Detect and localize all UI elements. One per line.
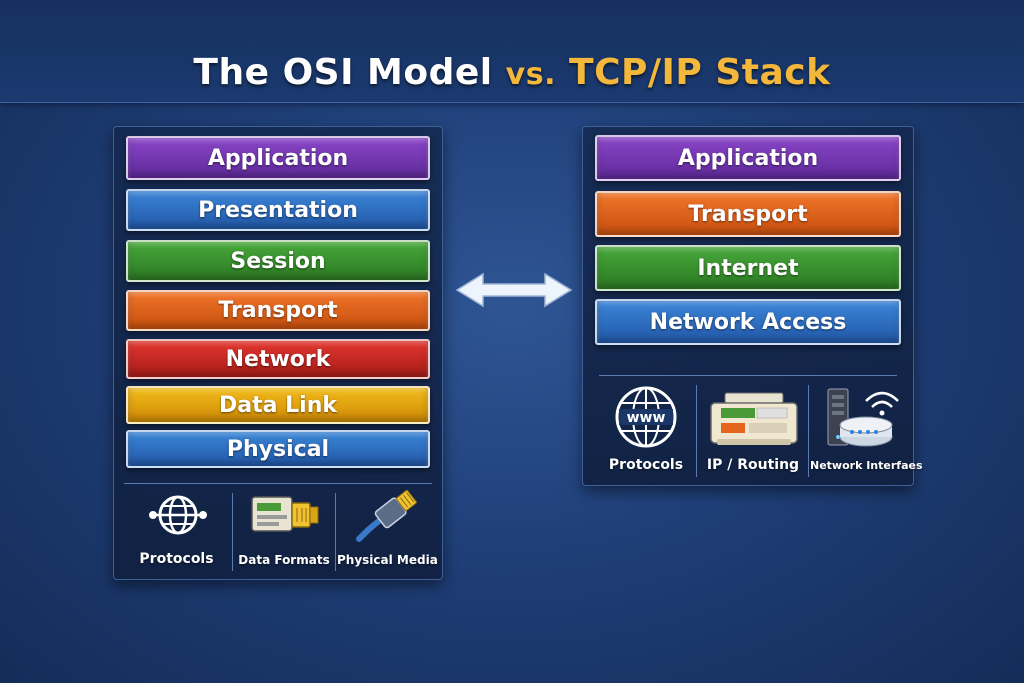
osi-layer-physical: Physical (126, 430, 430, 468)
tcpip-stack-panel: Application Transport Internet Network A… (582, 126, 923, 486)
tcpip-network-interfaces-label: Network Interfaes (810, 459, 923, 472)
tcpip-ip-routing-cell: IP / Routing (699, 383, 807, 479)
tcpip-separator-2 (808, 385, 809, 477)
osi-separator-2 (335, 493, 336, 571)
osi-layer-data-link: Data Link (126, 386, 430, 424)
ethernet-connector-icon (251, 496, 319, 532)
svg-text:www: www (627, 410, 666, 426)
osi-layer-session: Session (126, 240, 430, 282)
osi-separator-1 (232, 493, 233, 571)
osi-physical-media-label: Physical Media (337, 553, 438, 567)
tcpip-network-interfaces-cell: Network Interfaes (810, 383, 923, 479)
tcpip-divider (599, 375, 897, 376)
osi-protocols-label: Protocols (139, 551, 214, 567)
osi-data-formats-label: Data Formats (238, 553, 330, 567)
osi-layer-network: Network (126, 339, 430, 379)
osi-data-formats-cell: Data Formats (234, 487, 334, 577)
router-device-icon (710, 392, 798, 445)
www-globe-icon: www (615, 386, 677, 448)
title-band (0, 0, 1024, 103)
title-tcpip: TCP/IP Stack (569, 52, 831, 93)
osi-model-panel: Application Presentation Session Transpo… (113, 126, 443, 580)
server-wifi-icon (827, 388, 899, 447)
tcpip-layer-network-access: Network Access (595, 299, 901, 345)
tcpip-separator-1 (696, 385, 697, 477)
tcpip-protocols-cell: www Protocols (597, 383, 695, 479)
tcpip-ip-routing-label: IP / Routing (706, 457, 800, 473)
tcpip-protocols-label: Protocols (608, 457, 684, 473)
title-osi: OSI Model (282, 52, 493, 93)
ethernet-cable-icon (356, 489, 417, 542)
title-vs: vs. (505, 57, 556, 92)
title-prefix: The (193, 52, 283, 93)
double-arrow-icon (455, 272, 573, 308)
osi-divider (124, 483, 432, 484)
globe-network-icon (149, 495, 207, 535)
osi-layer-application: Application (126, 136, 430, 180)
osi-protocols-cell: Protocols (124, 487, 229, 577)
osi-layer-presentation: Presentation (126, 189, 430, 231)
osi-layer-transport: Transport (126, 290, 430, 331)
tcpip-layer-application: Application (595, 135, 901, 181)
tcpip-layer-internet: Internet (595, 245, 901, 291)
osi-physical-media-cell: Physical Media (337, 487, 438, 577)
tcpip-layer-transport: Transport (595, 191, 901, 237)
page-title: The OSI Model vs. TCP/IP Stack (0, 52, 1024, 93)
